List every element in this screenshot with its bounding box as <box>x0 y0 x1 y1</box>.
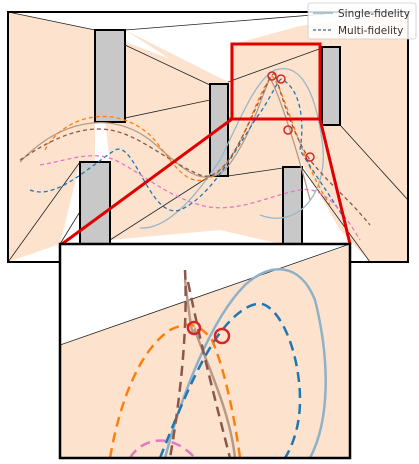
legend-label-multi-fidelity: Multi-fidelity <box>338 25 403 37</box>
legend: Single-fidelity Multi-fidelity <box>307 2 417 40</box>
collision-marker-icon <box>276 74 286 84</box>
trajectory-multi-fidelity <box>39 155 361 241</box>
free-region-center <box>95 14 408 262</box>
collision-markers <box>267 71 315 162</box>
obstacle-block <box>321 46 341 126</box>
legend-label-single-fidelity: Single-fidelity <box>338 8 410 20</box>
zoom-selection-box <box>230 42 322 121</box>
trajectories <box>19 68 371 241</box>
trajectory-single-fidelity <box>19 76 311 201</box>
trajectory-multi-fidelity <box>108 323 242 458</box>
collision-marker-icon <box>186 320 202 336</box>
zoom-connectors <box>61 117 352 246</box>
collision-marker-icon <box>213 327 231 345</box>
collision-marker-icon <box>283 125 293 135</box>
obstacle-block <box>94 29 126 123</box>
trajectory-multi-fidelity <box>186 281 232 458</box>
trajectory-multi-fidelity <box>158 302 302 458</box>
trajectory-multi-fidelity <box>128 439 196 458</box>
collision-marker-icon <box>267 71 277 81</box>
collision-marker-icon <box>305 152 315 162</box>
trajectory-single-fidelity <box>139 68 324 229</box>
trajectory-multi-fidelity <box>168 269 187 458</box>
legend-box <box>307 2 417 40</box>
trajectory-single-fidelity <box>163 268 327 458</box>
zoom-panel <box>60 244 350 458</box>
zoom-collision-markers <box>186 320 231 345</box>
trajectory-multi-fidelity <box>44 75 331 206</box>
main-panel <box>8 12 408 262</box>
zoom-panel-frame <box>58 242 352 460</box>
